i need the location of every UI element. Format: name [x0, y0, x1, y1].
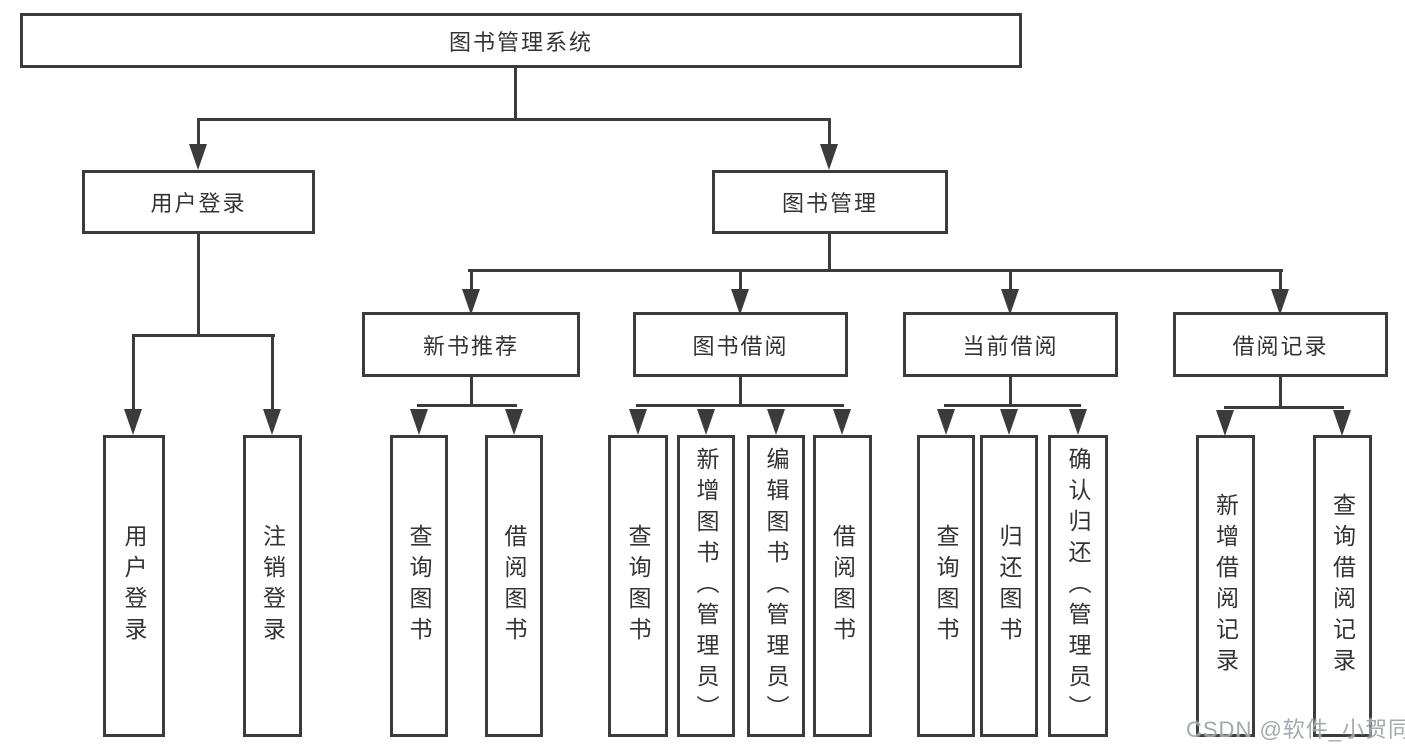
connector-vline [514, 68, 517, 121]
connector-hline [417, 404, 517, 407]
connector-vline [1279, 272, 1282, 290]
leaf-br-add-record-label: 新增借阅记录 [1212, 493, 1239, 679]
node-user-login-label: 用户登录 [150, 191, 247, 216]
connector-vline [197, 121, 200, 146]
leaf-cb-query-books: 查询图书 [917, 435, 975, 737]
arrow-down-icon [833, 409, 851, 435]
connector-vline [739, 272, 742, 290]
arrow-down-icon [124, 409, 142, 435]
leaf-bb-edit-books-admin-label: 编辑图书（管理员） [763, 446, 789, 726]
leaf-nb-borrow-books: 借阅图书 [485, 435, 543, 737]
arrow-down-icon [820, 144, 838, 170]
arrow-down-icon [629, 409, 647, 435]
connector-hline [132, 334, 275, 337]
arrow-down-icon [731, 289, 749, 315]
leaf-logout-label: 注销登录 [259, 524, 286, 648]
arrow-down-icon [1000, 409, 1018, 435]
arrow-down-icon [189, 144, 207, 170]
node-book-management-label: 图书管理 [781, 191, 878, 216]
connector-vline [1009, 272, 1012, 290]
node-new-book-recommend: 新书推荐 [362, 312, 580, 377]
arrow-down-icon [1069, 409, 1087, 435]
connector-vline [1009, 377, 1012, 407]
leaf-cb-query-books-label: 查询图书 [933, 524, 959, 648]
arrow-down-icon [1271, 289, 1289, 315]
node-borrowing-records: 借阅记录 [1173, 312, 1388, 377]
arrow-down-icon [462, 289, 480, 315]
leaf-user-login-label: 用户登录 [121, 524, 147, 648]
leaf-user-login: 用户登录 [103, 435, 165, 737]
leaf-bb-add-books-admin: 新增图书（管理员） [677, 435, 735, 737]
arrow-down-icon [505, 409, 523, 435]
leaf-bb-add-books-admin-label: 新增图书（管理员） [693, 446, 719, 726]
leaf-nb-borrow-books-label: 借阅图书 [501, 524, 527, 648]
arrow-down-icon [767, 409, 785, 435]
connector-hline [1224, 406, 1344, 409]
leaf-bb-borrow-books: 借阅图书 [813, 435, 872, 737]
node-current-borrowing: 当前借阅 [903, 312, 1118, 377]
leaf-cb-return-books-label: 归还图书 [996, 524, 1022, 648]
arrow-down-icon [410, 409, 428, 435]
node-book-borrowing: 图书借阅 [633, 312, 848, 377]
connector-vline [132, 337, 135, 409]
leaf-bb-edit-books-admin: 编辑图书（管理员） [747, 435, 805, 737]
leaf-bb-borrow-books-label: 借阅图书 [829, 524, 856, 648]
connector-hline [636, 404, 844, 407]
node-user-login: 用户登录 [82, 170, 315, 234]
leaf-cb-confirm-return-admin-label: 确认归还（管理员） [1065, 446, 1091, 726]
leaf-nb-query-books: 查询图书 [390, 435, 448, 737]
node-root: 图书管理系统 [20, 13, 1022, 68]
connector-vline [1279, 377, 1282, 409]
arrow-down-icon [1333, 410, 1351, 436]
csdn-watermark: CSDN @软件_小贺同学 [1186, 717, 1405, 742]
arrow-down-icon [1001, 289, 1019, 315]
connector-vline [470, 377, 473, 407]
leaf-br-add-record: 新增借阅记录 [1196, 435, 1255, 737]
node-new-book-recommend-label: 新书推荐 [422, 333, 519, 359]
node-current-borrowing-label: 当前借阅 [962, 333, 1059, 359]
arrow-down-icon [263, 409, 281, 435]
connector-vline [197, 234, 200, 337]
connector-vline [828, 121, 831, 146]
connector-vline [828, 234, 831, 272]
connector-vline [470, 272, 473, 290]
leaf-nb-query-books-label: 查询图书 [406, 524, 432, 648]
connector-vline [271, 337, 274, 409]
connector-hline [944, 404, 1081, 407]
leaf-bb-query-books-label: 查询图书 [625, 524, 651, 648]
arrow-down-icon [937, 409, 955, 435]
leaf-br-query-record-label: 查询借阅记录 [1329, 493, 1356, 679]
leaf-bb-query-books: 查询图书 [608, 435, 668, 737]
leaf-logout: 注销登录 [243, 435, 302, 737]
leaf-br-query-record: 查询借阅记录 [1313, 435, 1372, 737]
connector-hline [468, 269, 1283, 272]
arrow-down-icon [1216, 410, 1234, 436]
node-book-borrowing-label: 图书借阅 [692, 333, 789, 359]
arrow-down-icon [697, 409, 715, 435]
connector-vline [739, 377, 742, 407]
node-root-label: 图书管理系统 [448, 29, 593, 55]
leaf-cb-confirm-return-admin: 确认归还（管理员） [1048, 435, 1108, 737]
node-borrowing-records-label: 借阅记录 [1232, 333, 1329, 359]
connector-hline [197, 118, 831, 121]
leaf-cb-return-books: 归还图书 [980, 435, 1038, 737]
node-book-management: 图书管理 [712, 170, 948, 234]
